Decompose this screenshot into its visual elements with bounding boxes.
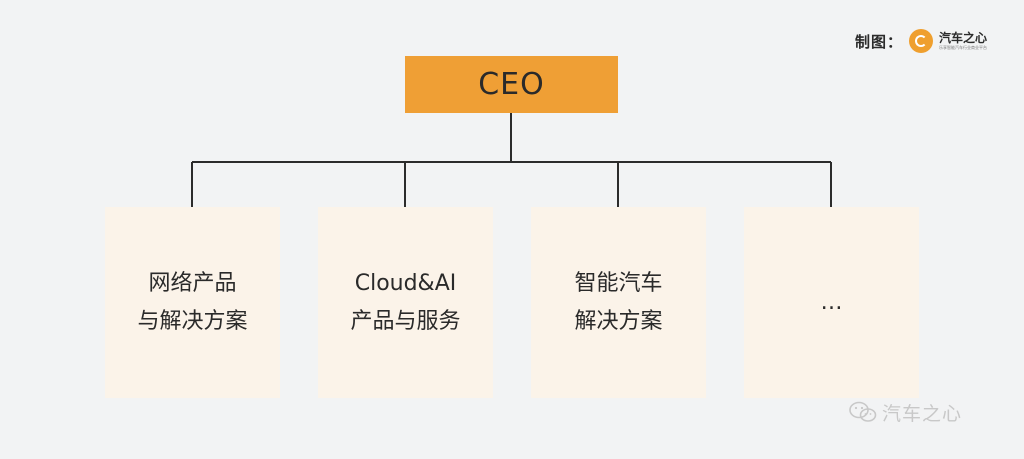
division-label-line: 解决方案	[574, 308, 663, 334]
logo-tagline: 乐享智能汽车行业商业平台	[939, 45, 988, 50]
brand-logo-icon	[909, 29, 934, 53]
division-label-line: 智能汽车	[574, 270, 663, 296]
division-label-line: 产品与服务	[350, 308, 461, 334]
logo-name: 汽车之心	[939, 31, 988, 45]
credit-label: 制图：	[855, 32, 904, 51]
division-label-line: 与解决方案	[137, 308, 248, 334]
wechat-icon	[849, 401, 877, 422]
division-node-more: …	[744, 207, 919, 398]
division-ellipsis: …	[820, 289, 843, 315]
watermark-text: 汽车之心	[882, 402, 963, 425]
division-node-cloud-ai: Cloud&AI 产品与服务	[318, 207, 493, 398]
division-label-line: 网络产品	[148, 270, 237, 296]
wechat-watermark: 汽车之心	[848, 398, 962, 426]
division-node-intelligent-auto: 智能汽车 解决方案	[531, 207, 706, 398]
division-node-network: 网络产品 与解决方案	[105, 207, 280, 398]
brand-logo-text: 汽车之心 乐享智能汽车行业商业平台	[939, 32, 987, 50]
ceo-node: CEO	[405, 56, 618, 113]
ceo-label: CEO	[478, 67, 545, 102]
division-label-line: Cloud&AI	[354, 270, 457, 296]
chart-credit: 制图： 汽车之心 乐享智能汽车行业商业平台	[855, 24, 987, 58]
